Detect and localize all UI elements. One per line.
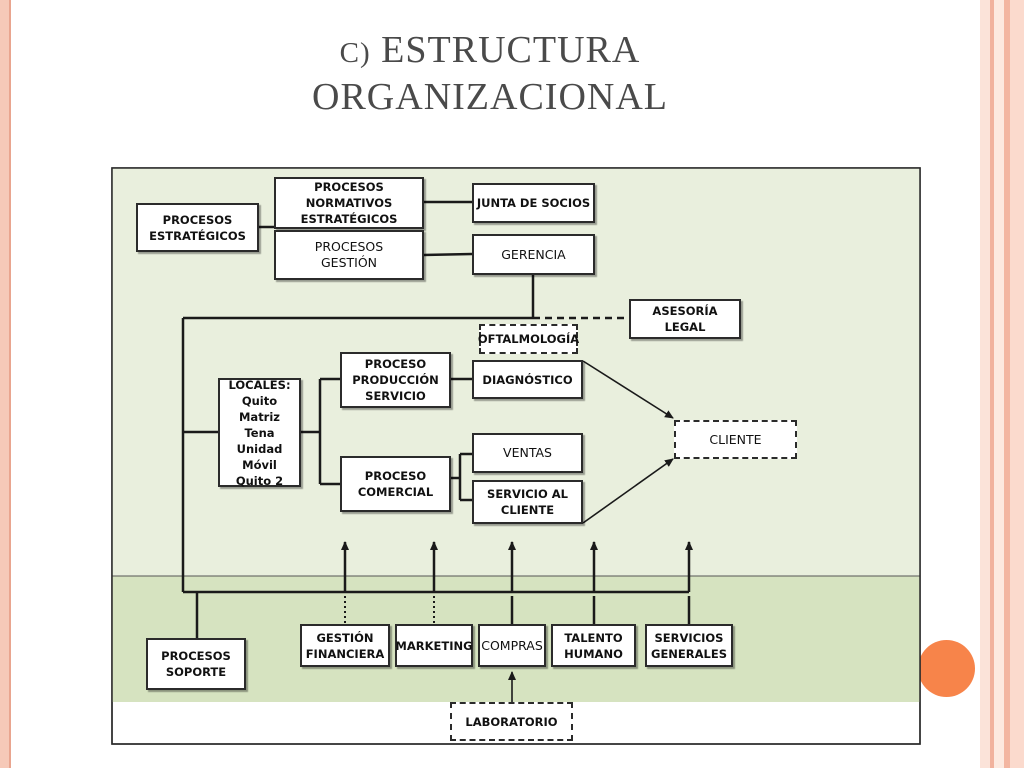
box-procesos-estrategicos: PROCESOS ESTRATÉGICOS (136, 203, 259, 252)
box-gerencia: GERENCIA (472, 234, 595, 275)
arrow-diagnostico-cliente (582, 360, 674, 419)
box-junta-socios: JUNTA DE SOCIOS (472, 183, 595, 223)
box-servicio-cliente: SERVICIO AL CLIENTE (472, 480, 583, 524)
left-border-decoration (0, 0, 11, 768)
diagram-frame-border (111, 167, 921, 745)
box-laboratorio: LABORATORIO (450, 702, 573, 741)
box-diagnostico: DIAGNÓSTICO (472, 360, 583, 399)
title-line2: ORGANIZACIONAL (312, 76, 668, 118)
box-talento-humano: TALENTO HUMANO (551, 624, 636, 667)
arrow-servicio-cliente (582, 458, 674, 524)
orange-circle-decoration (918, 640, 975, 697)
slide-title: C) ESTRUCTURA ORGANIZACIONAL (240, 28, 740, 119)
right-stripes-decoration (980, 0, 1024, 768)
box-locales: LOCALES: Quito Matriz Tena Unidad Móvil … (218, 378, 301, 488)
box-procesos-normativos: PROCESOS NORMATIVOS ESTRATÉGICOS (274, 177, 424, 229)
connector-gestion-gerencia (422, 252, 473, 257)
title-prefix: C) (339, 37, 371, 69)
box-procesos-soporte: PROCESOS SOPORTE (146, 638, 246, 690)
box-proceso-produccion: PROCESO PRODUCCIÓN SERVICIO (340, 352, 451, 408)
box-proceso-comercial: PROCESO COMERCIAL (340, 456, 451, 512)
box-asesoria-legal: ASESORÍA LEGAL (629, 299, 741, 339)
box-oftalmologia: OFTALMOLOGÍA (478, 324, 579, 354)
box-servicios-generales: SERVICIOS GENERALES (645, 624, 733, 667)
box-marketing: MARKETING (395, 624, 473, 667)
box-procesos-gestion: PROCESOS GESTIÓN (274, 230, 424, 280)
box-cliente: CLIENTE (674, 420, 797, 459)
box-compras: COMPRAS (478, 624, 546, 667)
title-line1: ESTRUCTURA (381, 29, 641, 71)
box-gestion-financiera: GESTIÓN FINANCIERA (300, 624, 390, 667)
box-ventas: VENTAS (472, 433, 583, 473)
